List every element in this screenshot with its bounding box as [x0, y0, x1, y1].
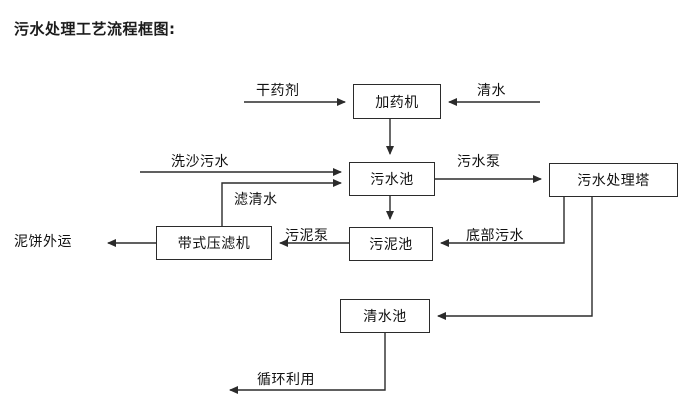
terminal-label-mud-cake-transport: 泥饼外运	[14, 234, 72, 250]
edge-label-sand-wash-sewage: 洗沙污水	[171, 154, 229, 170]
edge-tower-to-sludge-pool	[440, 197, 565, 247]
page-title: 污水处理工艺流程框图:	[14, 20, 176, 38]
node-label-clear-water-pool: 清水池	[363, 309, 407, 325]
edge-clear-water-pool-to-recycle	[229, 333, 386, 394]
node-sewage-pool[interactable]: 污水池	[349, 162, 435, 196]
edge-label-filtered-clear-water: 滤清水	[234, 192, 278, 208]
edge-filtered-water-to-sewage-pool	[221, 179, 342, 226]
node-label-belt-filter-press: 带式压滤机	[177, 236, 251, 252]
edge-label-clean-water: 清水	[477, 83, 506, 99]
node-label-sewage-pool: 污水池	[370, 172, 414, 188]
edge-label-sewage-pump: 污水泵	[457, 154, 501, 170]
node-sludge-pool[interactable]: 污泥池	[349, 227, 433, 261]
node-label-treatment-tower: 污水处理塔	[577, 173, 650, 189]
edge-tower-to-clear-water-pool	[437, 197, 593, 320]
edge-label-sludge-pump: 污泥泵	[285, 228, 329, 244]
node-belt-filter-press[interactable]: 带式压滤机	[156, 226, 272, 260]
node-label-sludge-pool: 污泥池	[369, 237, 413, 253]
edge-label-recycle-use: 循环利用	[257, 372, 315, 388]
node-dosing-machine[interactable]: 加药机	[353, 84, 441, 119]
edge-label-dry-chemical: 干药剂	[256, 83, 300, 99]
node-treatment-tower[interactable]: 污水处理塔	[549, 163, 678, 197]
edge-label-bottom-sewage: 底部污水	[466, 228, 524, 244]
node-clear-water-pool[interactable]: 清水池	[340, 299, 430, 333]
node-label-dosing-machine: 加药机	[375, 94, 419, 111]
